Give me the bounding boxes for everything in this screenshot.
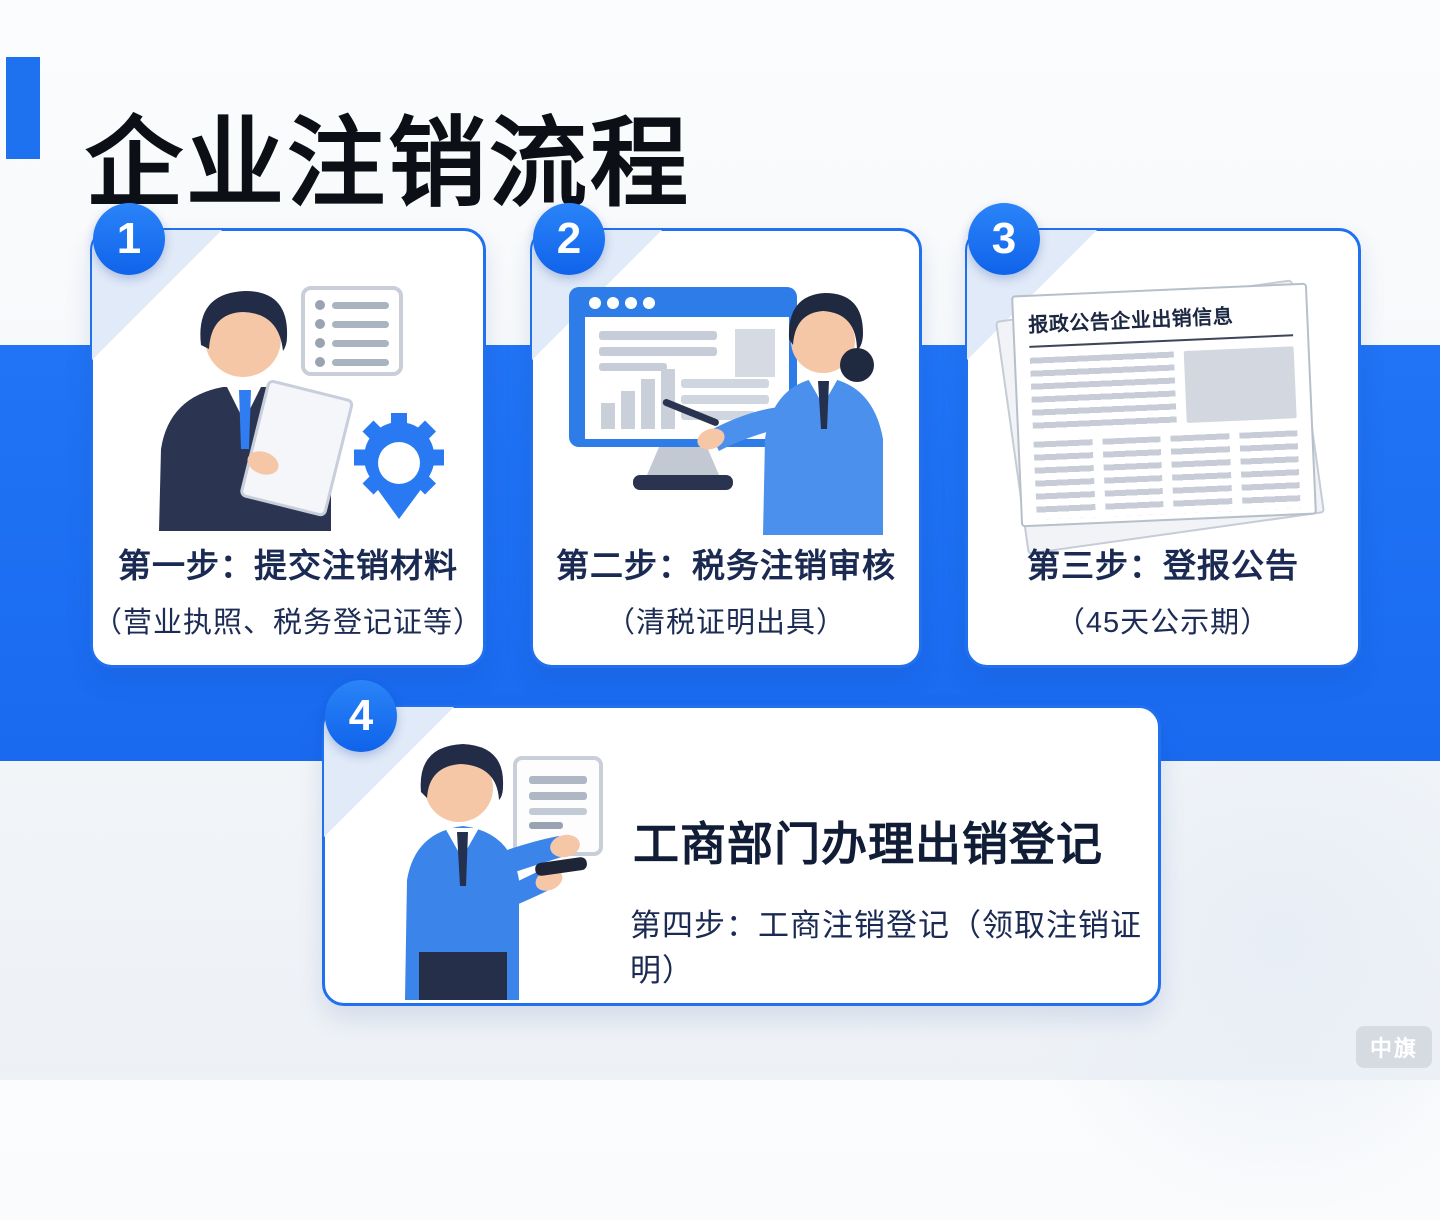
step-2-label: 第二步：税务注销审核 bbox=[556, 547, 896, 584]
step-card-4: 4 工商部门办理出销登记 第四步：工商注销登记（领取注销证明） bbox=[322, 680, 1161, 1006]
title-accent-bar bbox=[6, 57, 40, 159]
step-2-sublabel: （清税证明出具） bbox=[605, 607, 846, 639]
step-3-number: 3 bbox=[991, 214, 1017, 263]
step-1-sublabel: （营业执照、税务登记证等） bbox=[93, 607, 484, 639]
step-card-3: 3 报政公告企业出销信息 第三步：登报公告 （45天公示期） bbox=[965, 203, 1361, 668]
step-4-label: 第四步：工商注销登记（领取注销证明） bbox=[630, 908, 1142, 988]
tax-review-monitor-illustration bbox=[569, 287, 883, 535]
step-4-number: 4 bbox=[348, 691, 374, 740]
step-3-badge: 3 bbox=[968, 203, 1040, 275]
step-4-badge: 4 bbox=[325, 680, 397, 752]
newspaper-icon: 报政公告企业出销信息 bbox=[995, 279, 1325, 555]
step-1-label: 第一步：提交注销材料 bbox=[118, 547, 458, 584]
step-card-1: 1 第一步：提交注销材料 （营业执照、税务登记证等） bbox=[90, 203, 486, 668]
registration-clerk-illustration bbox=[405, 744, 603, 1000]
newspaper-photo-block bbox=[1183, 346, 1297, 424]
step-card-2: 2 bbox=[530, 203, 922, 668]
step-2-number: 2 bbox=[556, 214, 582, 263]
step-1-badge: 1 bbox=[93, 203, 165, 275]
newspaper-text-column bbox=[1033, 439, 1096, 520]
step-3-sublabel: （45天公示期） bbox=[1055, 607, 1271, 639]
man-figure bbox=[405, 744, 587, 1000]
watermark-badge: 中旗 bbox=[1355, 1026, 1432, 1068]
newspaper-text-column bbox=[1238, 430, 1301, 511]
page-title: 企业注销流程 bbox=[85, 107, 692, 218]
newspaper-rule bbox=[1029, 334, 1294, 348]
step-2-badge: 2 bbox=[533, 203, 605, 275]
newspaper-headline: 报政公告企业出销信息 bbox=[1027, 305, 1234, 337]
woman-figure bbox=[662, 293, 883, 535]
step-4-title: 工商部门办理出销登记 bbox=[633, 818, 1103, 870]
step-1-number: 1 bbox=[116, 214, 142, 263]
newspaper-front-sheet: 报政公告企业出销信息 bbox=[1011, 282, 1317, 528]
phone-icon bbox=[535, 857, 587, 876]
monitor-icon bbox=[569, 287, 797, 490]
document-sheet bbox=[240, 380, 354, 517]
checklist-icon bbox=[301, 286, 403, 376]
businessman-documents-illustration bbox=[159, 291, 354, 531]
step-3-label: 第三步：登报公告 bbox=[1027, 547, 1299, 584]
newspaper-text-column bbox=[1170, 433, 1233, 514]
newspaper-text-column bbox=[1101, 436, 1164, 517]
gear-icon bbox=[354, 413, 444, 519]
newspaper-text-column bbox=[1029, 351, 1177, 430]
